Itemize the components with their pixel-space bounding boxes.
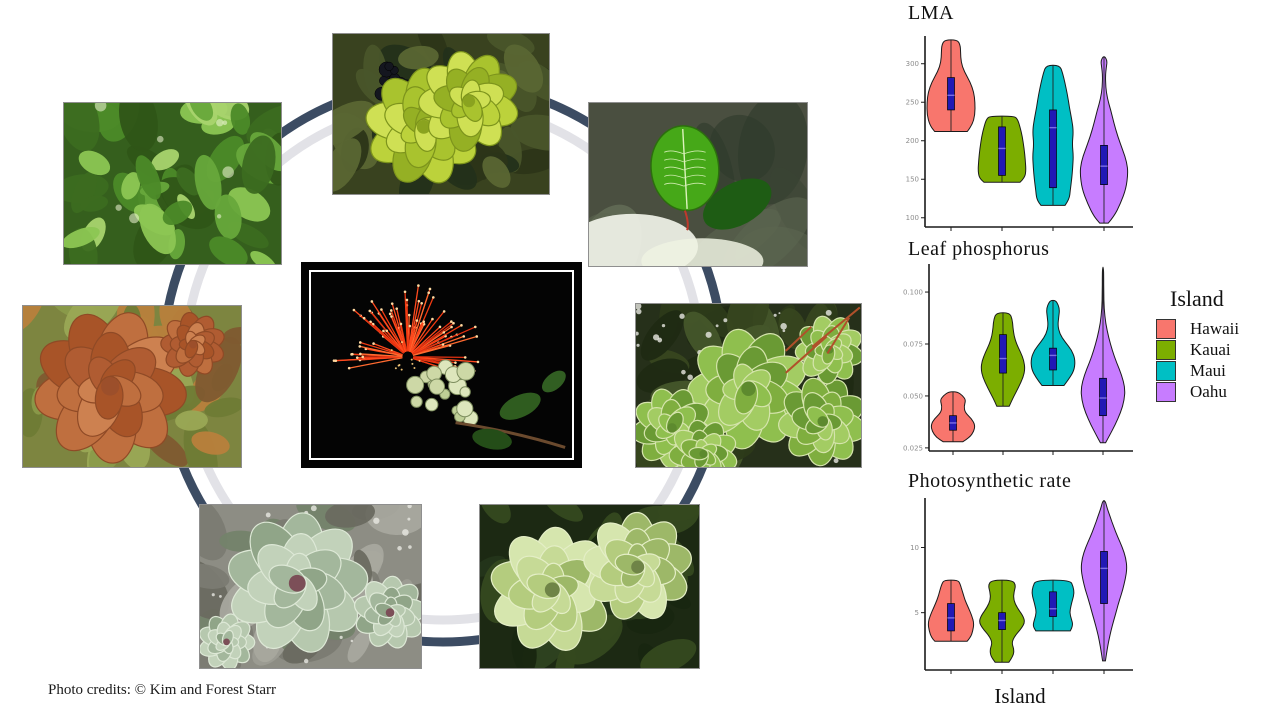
photo-mid-left: [22, 305, 242, 468]
legend-title: Island: [1170, 286, 1224, 311]
chart-title-leaf-phosphorus: Leaf phosphorus: [908, 238, 1050, 260]
svg-text:300: 300: [906, 60, 919, 68]
photo-center-flower: [301, 262, 582, 468]
svg-text:150: 150: [906, 176, 919, 184]
chart-photosynthetic-rate: 5 10: [910, 498, 1133, 674]
legend-item-oahu: Oahu: [1156, 381, 1239, 402]
photo-bottom-right: [479, 504, 700, 669]
legend-item-kauai: Kauai: [1156, 339, 1239, 360]
svg-text:250: 250: [906, 99, 919, 107]
svg-text:0.075: 0.075: [903, 340, 923, 348]
legend-label: Maui: [1190, 361, 1226, 380]
svg-text:0.100: 0.100: [903, 288, 923, 296]
legend-swatch-kauai: [1156, 339, 1176, 360]
legend-item-maui: Maui: [1156, 360, 1239, 381]
legend-swatch-oahu: [1156, 381, 1176, 402]
x-axis-label: Island: [994, 684, 1046, 708]
legend-swatch-hawaii: [1156, 318, 1176, 339]
svg-text:10: 10: [910, 544, 919, 552]
legend-label: Kauai: [1190, 340, 1231, 359]
legend-label: Hawaii: [1190, 319, 1240, 338]
legend-item-hawaii: Hawaii: [1156, 318, 1239, 339]
svg-text:5: 5: [915, 609, 919, 617]
svg-text:0.025: 0.025: [903, 444, 923, 452]
svg-text:0.050: 0.050: [903, 392, 923, 400]
legend-label: Oahu: [1190, 382, 1227, 401]
photo-top-left: [63, 102, 282, 265]
chart-lma: 100 150 200 250 300: [906, 36, 1133, 231]
photo-bottom-left: [199, 504, 422, 669]
svg-text:200: 200: [906, 137, 919, 145]
svg-text:100: 100: [906, 214, 919, 222]
photo-top-center: [332, 33, 550, 195]
chart-title-photosynthetic-rate: Photosynthetic rate: [908, 470, 1072, 492]
photo-top-right: [588, 102, 808, 267]
chart-title-lma: LMA: [908, 2, 954, 24]
photo-credits: Photo credits: © Kim and Forest Starr: [48, 682, 277, 698]
photo-mid-right: [635, 303, 862, 468]
legend-swatch-maui: [1156, 360, 1176, 381]
chart-leaf-phosphorus: 0.025 0.050 0.075 0.100: [903, 264, 1133, 455]
